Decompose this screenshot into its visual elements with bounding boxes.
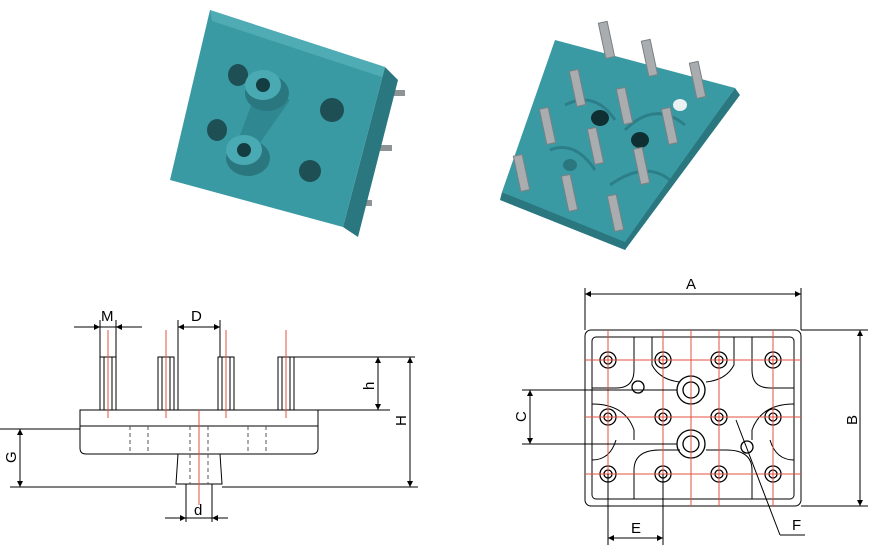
center-lines — [107, 330, 287, 505]
label-M: M — [101, 308, 114, 325]
plate-front-photo — [160, 5, 420, 245]
label-C: C — [513, 411, 530, 422]
plate-back-illustration — [500, 20, 740, 250]
studs — [512, 20, 707, 233]
label-d: d — [194, 502, 202, 519]
dimension-lines — [522, 288, 868, 545]
label-h: h — [361, 382, 378, 390]
plate-face — [502, 40, 735, 242]
arrowheads — [17, 324, 413, 521]
plate-front-illustration — [170, 10, 405, 237]
through-holes — [563, 99, 687, 171]
label-D: D — [191, 308, 202, 325]
label-G: G — [3, 451, 20, 463]
top-view-drawing: A B C E F — [500, 270, 886, 547]
mounting-holes — [207, 64, 344, 182]
label-H: H — [393, 415, 410, 426]
dimension-lines — [0, 320, 418, 522]
plate-face — [170, 10, 385, 227]
side-view-svg: M D h H G d — [0, 308, 418, 522]
label-F: F — [792, 517, 801, 534]
hidden-lines — [129, 426, 267, 484]
plate-edge — [343, 67, 398, 237]
top-view-svg: A B C E F — [513, 276, 868, 545]
top-outline — [584, 329, 802, 507]
arrowheads — [527, 291, 863, 541]
label-A: A — [686, 276, 696, 293]
side-view-drawing: M D h H G d — [0, 300, 430, 547]
label-E: E — [631, 520, 641, 537]
plate-back-photo — [495, 10, 750, 250]
central-boss — [226, 70, 290, 176]
label-B: B — [844, 415, 861, 425]
